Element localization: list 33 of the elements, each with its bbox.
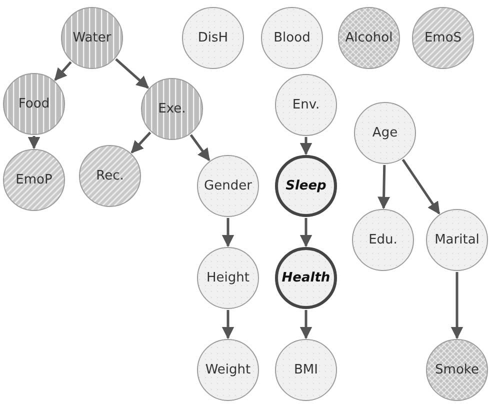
node-label: Age bbox=[372, 126, 398, 140]
arrow bbox=[402, 158, 440, 214]
node-label: Blood bbox=[274, 30, 310, 46]
arrow bbox=[300, 137, 312, 156]
node-label: EmoS bbox=[424, 30, 462, 46]
arrow bbox=[300, 310, 312, 340]
arrow bbox=[54, 61, 72, 81]
node-label: Smoke bbox=[435, 362, 479, 378]
arrow bbox=[450, 272, 464, 340]
node-label: Exe. bbox=[158, 102, 186, 116]
node-label: Edu. bbox=[368, 232, 398, 248]
arrow bbox=[28, 136, 40, 150]
node-label: EmoP bbox=[16, 172, 52, 188]
arrow bbox=[378, 164, 390, 210]
node-label: BMI bbox=[294, 362, 318, 378]
node-label: Rec. bbox=[96, 168, 124, 184]
node-label: Env. bbox=[292, 98, 320, 112]
node-label: Food bbox=[18, 96, 50, 112]
arrow bbox=[300, 218, 312, 248]
arrow bbox=[222, 218, 234, 248]
arrow bbox=[222, 310, 234, 340]
node-label: Marital bbox=[434, 232, 480, 248]
node-label: Alcohol bbox=[345, 30, 393, 46]
node-label: Gender bbox=[204, 178, 252, 194]
node-label: Height bbox=[206, 270, 250, 286]
node-label: DisH bbox=[198, 30, 228, 46]
arrow bbox=[115, 58, 149, 89]
node-label: Health bbox=[282, 270, 330, 286]
node-label: Water bbox=[72, 30, 112, 46]
node-label: Weight bbox=[205, 362, 251, 378]
node-label: Sleep bbox=[286, 178, 326, 194]
arrow bbox=[130, 132, 152, 154]
arrow bbox=[190, 134, 210, 162]
